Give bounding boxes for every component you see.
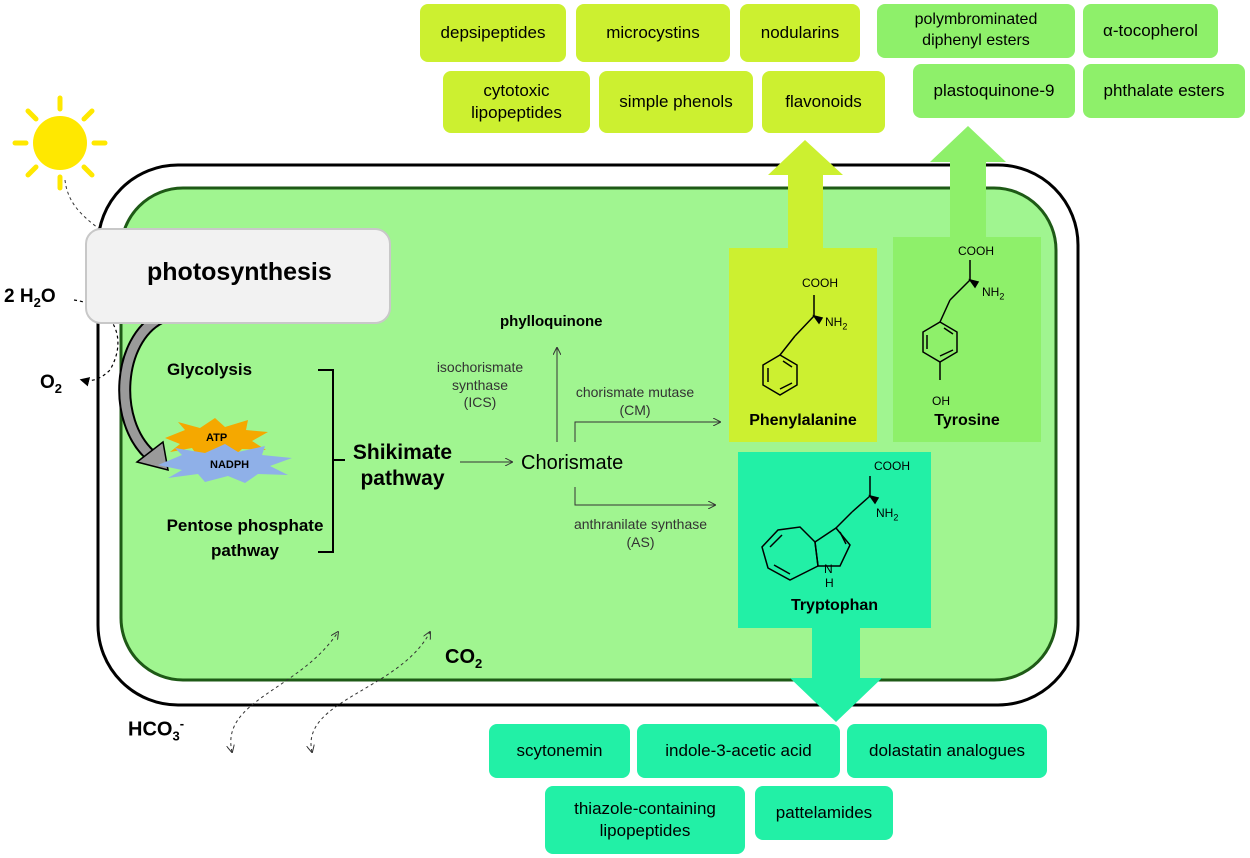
phe-nh2-label: NH2 (825, 315, 848, 332)
tyr-cooh-label: COOH (958, 244, 994, 258)
atp-burst (165, 418, 268, 458)
tryptophan-name: Tryptophan (790, 597, 879, 614)
phenylalanine-structure (762, 295, 824, 396)
co2-label: CO2 (445, 646, 483, 671)
tryptophan-panel (738, 452, 931, 628)
tyrosine-structure (922, 260, 980, 380)
tyr-oh-label: OH (932, 394, 950, 408)
cm-label: chorismate mutase (CM) (575, 384, 695, 418)
co2-exchange-arrow-1 (230, 632, 338, 753)
chorismate-label: Chorismate (521, 452, 624, 474)
water-label: 2 H2O (4, 286, 56, 310)
light-arrow (64, 179, 140, 272)
tryptophan-structure (761, 476, 880, 581)
trp-block-arrow (790, 628, 882, 722)
product-alpha-tocopherol: α-tocopherol (1083, 4, 1218, 58)
product-scytonemin: scytonemin (489, 724, 630, 778)
pentose-phosphate-label: Pentose phosphate pathway (166, 516, 324, 560)
product-microcystins: microcystins (576, 4, 730, 62)
cm-arrow (574, 422, 720, 442)
product-nodularins: nodularins (740, 4, 860, 62)
phenylalanine-panel (729, 248, 877, 442)
phe-block-arrow (768, 140, 843, 248)
tyr-block-arrow (930, 126, 1006, 237)
phe-cooh-label: COOH (802, 276, 838, 290)
shikimate-label: Shikimate pathway (352, 441, 453, 491)
as-label: anthranilate synthase (AS) (573, 516, 708, 550)
photosynthesis-label: photosynthesis (147, 258, 332, 286)
trp-n-label: N (824, 562, 833, 576)
pathway-bracket (318, 369, 345, 553)
product-pattelamides: pattelamides (755, 786, 893, 840)
ics-label: isochorismate synthase (ICS) (436, 359, 524, 410)
phenylalanine-name: Phenylalanine (749, 412, 857, 429)
product-flavonoids: flavonoids (762, 71, 885, 133)
oxygen-label: O2 (40, 372, 63, 396)
glycolysis-label: Glycolysis (167, 360, 253, 379)
trp-h-label: H (825, 576, 834, 590)
bicarbonate-label: HCO3- (128, 716, 185, 744)
product-dolastatin-analogues: dolastatin analogues (847, 724, 1047, 778)
product-polybrominated-diphenyl-esters: polymbrominated diphenyl esters (877, 4, 1075, 58)
sun-icon (12, 95, 108, 191)
phylloquinone-label: phylloquinone (500, 313, 603, 330)
tyrosine-panel (893, 237, 1041, 442)
product-simple-phenols: simple phenols (599, 71, 753, 133)
product-phthalate-esters: phthalate esters (1083, 64, 1245, 118)
trp-nh2-label: NH2 (876, 506, 899, 523)
photosynthesis-box (85, 228, 391, 324)
tyrosine-name: Tyrosine (934, 412, 1000, 429)
nadph-label: NADPH (210, 459, 250, 471)
product-indole-3-acetic-acid: indole-3-acetic acid (637, 724, 840, 778)
tyr-nh2-label: NH2 (982, 285, 1005, 302)
trp-cooh-label: COOH (874, 459, 910, 473)
product-plastoquinone-9: plastoquinone-9 (913, 64, 1075, 118)
co2-exchange-arrow-3 (310, 632, 430, 753)
product-depsipeptides: depsipeptides (420, 4, 566, 62)
product-thiazole-containing-lipopeptides: thiazole-containing lipopeptides (545, 786, 745, 854)
nadph-burst (158, 444, 292, 483)
atp-label: ATP (206, 432, 228, 444)
product-cytotoxic-lipopeptides: cytotoxic lipopeptides (443, 71, 590, 133)
as-arrow (574, 487, 715, 505)
